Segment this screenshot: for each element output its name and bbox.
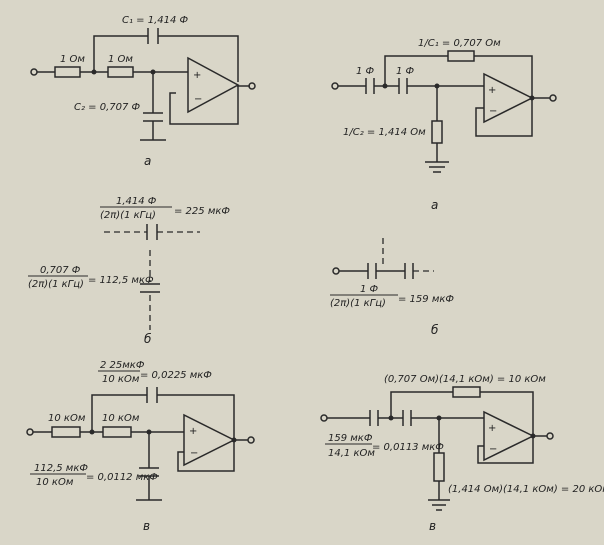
op-amp xyxy=(183,413,236,467)
capacitor-c2 xyxy=(143,112,163,122)
label-r1: 1 Ом xyxy=(60,54,85,65)
svg-text:−: − xyxy=(194,94,202,105)
label-r1: 10 кОм xyxy=(48,413,86,424)
c1-numerator: 2 25мкФ xyxy=(100,360,145,371)
output-terminal xyxy=(248,82,256,90)
label-c1: 1 Ф xyxy=(356,66,375,77)
input-terminal xyxy=(320,414,328,422)
capacitor-scaled-c2 xyxy=(140,283,160,293)
resistor-r1 xyxy=(452,386,481,398)
svg-text:−: − xyxy=(190,448,198,459)
input-terminal xyxy=(331,82,339,90)
label-r2: (1,414 Ом)(14,1 кОм) = 20 кОм xyxy=(448,484,604,495)
svg-text:−: − xyxy=(489,106,497,117)
scaled-c-denominator: (2π)(1 кГц) xyxy=(330,298,386,309)
svg-text:−: − xyxy=(489,444,497,455)
capacitor-c1 xyxy=(146,387,158,403)
resistor-r1 xyxy=(447,50,475,62)
scaled-c1-numerator: 1,414 Ф xyxy=(116,196,157,207)
resistor-r2 xyxy=(102,426,132,438)
capacitor-scaled-c1 xyxy=(367,263,377,279)
label-c2: C₂ = 0,707 Ф xyxy=(74,102,141,113)
subfigure-label-left-c: в xyxy=(143,519,150,533)
c-result: = 0,0113 мкФ xyxy=(372,442,444,453)
label-r2: 1 Ом xyxy=(108,54,133,65)
c-denominator: 14,1 кОм xyxy=(328,448,375,459)
scaled-c-numerator: 1 Ф xyxy=(360,284,379,295)
resistor-r2 xyxy=(431,120,443,144)
op-amp xyxy=(483,410,535,462)
svg-text:+: + xyxy=(189,426,197,437)
input-terminal xyxy=(332,267,340,275)
capacitor-c1 xyxy=(369,410,379,426)
scaled-c1-denominator: (2π)(1 кГц) xyxy=(100,210,156,221)
c1-denominator: 10 кОм xyxy=(102,374,140,385)
c2-result: = 0,0112 мкФ xyxy=(86,472,158,483)
c1-result: = 0,0225 мкФ xyxy=(140,370,212,381)
capacitor-c2 xyxy=(398,78,408,94)
resistor-r1 xyxy=(51,426,81,438)
svg-text:+: + xyxy=(193,70,201,81)
scaled-c1-result: = 225 мкФ xyxy=(174,206,230,217)
capacitor-scaled-c1 xyxy=(146,224,158,240)
subfigure-label-left-a: а xyxy=(144,154,151,168)
resistor-r1 xyxy=(54,66,81,78)
output-terminal xyxy=(549,94,557,102)
scaled-c-result: = 159 мкФ xyxy=(398,294,454,305)
capacitor-c2 xyxy=(402,410,412,426)
left-circuit-b: 1,414 Ф (2π)(1 кГц) = 225 мкФ 0,707 Ф (2… xyxy=(28,196,230,346)
right-circuit-a: + − 1/C₁ = 0,707 Ом 1 Ф 1 Ф 1/C₂ = 1,414… xyxy=(331,38,557,212)
label-r2: 1/C₂ = 1,414 Ом xyxy=(343,127,426,138)
label-c2: 1 Ф xyxy=(396,66,415,77)
label-r1: (0,707 Ом)(14,1 кОм) = 10 кОм xyxy=(384,374,546,385)
scaled-c2-numerator: 0,707 Ф xyxy=(40,265,81,276)
capacitor-scaled-c2 xyxy=(404,263,414,279)
scaled-c2-denominator: (2π)(1 кГц) xyxy=(28,279,84,290)
op-amp xyxy=(187,56,240,114)
output-terminal xyxy=(247,436,255,444)
left-circuit-a: + − C₁ = 1,414 Ф 1 Ом 1 Ом C₂ = 0,707 Ф … xyxy=(30,15,256,168)
input-terminal xyxy=(30,68,38,76)
subfigure-label-left-b: б xyxy=(144,332,152,346)
label-c1: C₁ = 1,414 Ф xyxy=(122,15,189,26)
label-r1: 1/C₁ = 0,707 Ом xyxy=(418,38,501,49)
left-circuit-c: + − 2 25мкФ 10 кОм = 0,0225 мкФ 10 кОм 1… xyxy=(26,360,255,533)
subfigure-label-right-c: в xyxy=(429,519,436,533)
capacitor-c1 xyxy=(365,78,375,94)
resistor-r2 xyxy=(433,452,445,482)
label-r2: 10 кОм xyxy=(102,413,140,424)
c2-numerator: 112,5 мкФ xyxy=(34,463,88,474)
c2-denominator: 10 кОм xyxy=(36,477,74,488)
right-circuit-c: + − (0,707 Ом)(14,1 кОм) = 10 кОм 159 мк… xyxy=(320,374,604,533)
resistor-r2 xyxy=(107,66,134,78)
subfigure-label-right-a: а xyxy=(431,198,438,212)
op-amp xyxy=(483,72,534,124)
right-circuit-b: 1 Ф (2π)(1 кГц) = 159 мкФ б xyxy=(330,238,454,337)
subfigure-label-right-b: б xyxy=(431,323,439,337)
scaled-c2-result: = 112,5 мкФ xyxy=(88,275,154,286)
capacitor-c2 xyxy=(139,467,159,477)
c-numerator: 159 мкФ xyxy=(328,433,373,444)
capacitor-c1 xyxy=(147,28,159,44)
input-terminal xyxy=(26,428,34,436)
output-terminal xyxy=(546,432,554,440)
svg-text:+: + xyxy=(488,85,496,96)
svg-text:+: + xyxy=(488,423,496,434)
